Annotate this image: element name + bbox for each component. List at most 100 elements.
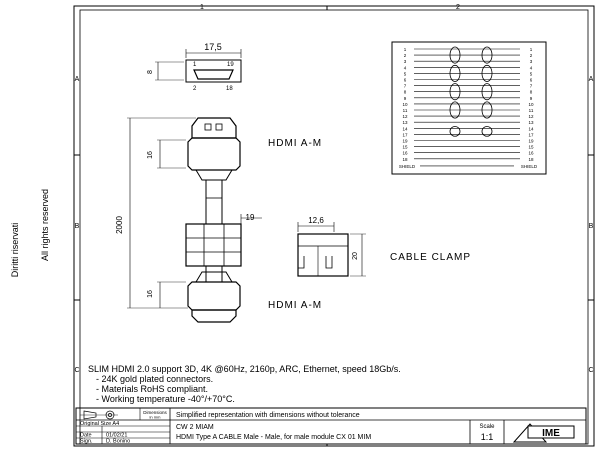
wiring-pin-right: 3	[530, 59, 533, 64]
wiring-pin-right: 5	[530, 71, 533, 76]
bottom-connector-label: HDMI A-M	[268, 300, 322, 311]
wiring-pin-right: 17	[528, 132, 534, 137]
row-label-b-right: B	[589, 223, 594, 230]
frame-border	[73, 5, 595, 447]
rights-reserved-text: All rights reserved	[40, 189, 50, 261]
wiring-pin-right: 11	[529, 108, 534, 113]
pin-18-label: 18	[226, 86, 233, 92]
wiring-pin-right: 13	[528, 120, 534, 125]
wiring-pin-left: 12	[402, 114, 408, 119]
row-label-c-right: C	[588, 367, 593, 374]
hdmi-connector-bottom: 16	[147, 271, 241, 323]
scale-value: 1:1	[481, 432, 494, 442]
wiring-pin-left: 13	[402, 120, 408, 125]
description-line-3: - Materials RoHS compliant.	[96, 384, 208, 394]
date-label: Date	[80, 433, 92, 439]
cable-body: 19 2000	[115, 117, 262, 309]
wiring-pin-left: 1	[404, 47, 407, 52]
cable-clamp-width-dim: 19	[246, 213, 255, 222]
bottom-head-dim: 16	[147, 290, 154, 298]
wiring-pin-right: 15	[528, 145, 534, 150]
clamp-height-dim: 20	[352, 252, 359, 260]
hdmi-connector-top: 16	[147, 117, 241, 181]
wiring-pin-left: 10	[402, 102, 408, 107]
wiring-pin-left: 8	[404, 90, 407, 95]
row-label-c: C	[74, 367, 79, 374]
wiring-pin-left: 15	[402, 145, 408, 150]
row-label-b: B	[75, 223, 80, 230]
twisted-pair-marker	[449, 101, 461, 119]
column-label-2: 2	[456, 4, 460, 11]
pin-1-label: 1	[193, 62, 197, 68]
end-height-dim: 8	[147, 70, 154, 74]
logo-text: IME	[542, 428, 560, 439]
dimensions-unit: in mm	[150, 415, 162, 420]
twisted-pair-marker	[481, 46, 493, 64]
drawing-title: HDMI Type A CABLE Male - Male, for male …	[176, 434, 371, 441]
twisted-pair-marker	[481, 64, 493, 82]
clamp-width-dim: 12,6	[308, 216, 324, 225]
wiring-pin-left: 5	[404, 71, 407, 76]
shield-label-right: SHIELD	[521, 164, 538, 169]
twisted-pair-marker	[449, 83, 461, 101]
pin-19-label: 19	[227, 62, 234, 68]
wiring-pin-right: 6	[530, 78, 533, 83]
wiring-pin-left: 2	[404, 53, 407, 58]
dimensions-label: Dimensions	[143, 410, 167, 415]
ime-logo-icon: IME	[512, 423, 575, 443]
wiring-pin-right: 4	[530, 65, 533, 70]
wiring-pin-left: 17	[402, 132, 408, 137]
wiring-pin-right: 14	[528, 126, 534, 131]
end-width-dim: 17,5	[204, 42, 222, 52]
rights-reserved-text-2: Diritti riservati	[10, 223, 20, 278]
top-connector-label: HDMI A-M	[268, 138, 322, 149]
twisted-pair-marker	[481, 83, 493, 101]
scale-label: Scale	[479, 424, 495, 430]
drawing-code: CW 2 MIAM	[176, 424, 214, 431]
description-line-4: - Working temperature -40°/+70°C.	[96, 394, 235, 404]
wiring-pin-left: 11	[403, 108, 408, 113]
connector-end-view: 17,5 1 19 2 18 8	[147, 42, 242, 92]
wiring-pin-left: 6	[404, 78, 407, 83]
cable-clamp-detail: 12,6 20	[297, 216, 366, 277]
twisted-pair-marker	[449, 64, 461, 82]
date-value: 01/02/21	[106, 433, 127, 439]
title-block: Dimensions in mm Simplified representati…	[75, 407, 587, 445]
twisted-pair-marker	[481, 126, 493, 137]
description-line-1: SLIM HDMI 2.0 support 3D, 4K @60Hz, 2160…	[88, 364, 401, 374]
sign-value: D. Bonino	[106, 439, 130, 445]
wiring-pin-right: 7	[530, 84, 533, 89]
twisted-pair-marker	[449, 46, 461, 64]
cable-length-dim: 2000	[115, 216, 124, 234]
wiring-pin-right: 19	[528, 139, 534, 144]
top-head-dim: 16	[147, 151, 154, 159]
twisted-pair-marker	[481, 101, 493, 119]
column-label-1: 1	[200, 4, 204, 11]
cable-clamp-label: CABLE CLAMP	[390, 252, 471, 263]
row-label-a-right: A	[589, 76, 594, 83]
original-size: Original Size A4	[80, 421, 119, 427]
wiring-pin-right: 18	[528, 157, 534, 162]
tolerance-note: Simplified representation with dimension…	[176, 412, 360, 419]
wiring-pin-right: 12	[528, 114, 534, 119]
pin-2-label: 2	[193, 86, 197, 92]
projection-symbol-icon	[80, 410, 118, 420]
twisted-pair-marker	[449, 126, 461, 137]
wiring-pin-right: 8	[530, 90, 533, 95]
wiring-pin-right: 9	[530, 96, 533, 101]
wiring-pin-left: 9	[404, 96, 407, 101]
wiring-pin-left: 4	[404, 65, 407, 70]
wiring-pin-right: 10	[528, 102, 534, 107]
row-label-a: A	[75, 76, 80, 83]
wiring-pin-right: 16	[528, 151, 534, 156]
wiring-pin-left: 14	[402, 126, 408, 131]
wiring-pin-left: 7	[404, 84, 407, 89]
wiring-pin-left: 16	[402, 151, 408, 156]
sign-label: Sign.	[80, 439, 93, 445]
shield-label-left: SHIELD	[399, 164, 416, 169]
wiring-pin-right: 1	[530, 47, 533, 52]
description-line-2: - 24K gold plated connectors.	[96, 374, 213, 384]
wiring-pin-left: 18	[402, 157, 408, 162]
